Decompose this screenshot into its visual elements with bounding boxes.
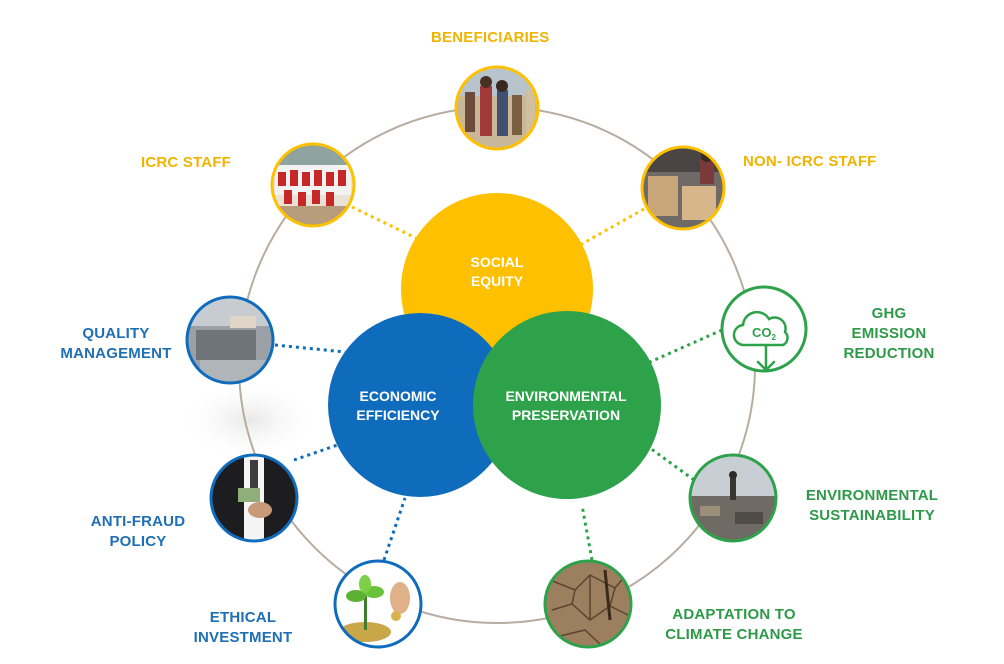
seedling-coins-photo [336,562,420,646]
beneficiaries-label: BENEFICIARIES [431,29,550,46]
ethical-investment-label: ETHICAL INVESTMENT [193,609,293,646]
icrc-staff-node [270,142,356,228]
beneficiaries-node [454,65,540,151]
inspection-photo [188,298,272,382]
cracked-earth-photo [546,562,630,646]
quality-management-node [185,295,275,385]
ethical-investment-node [333,559,423,649]
co2-cloud-icon [732,310,789,372]
adaptation-label: ADAPTATION TO CLIMATE CHANGE [665,606,803,643]
ghg-node: CO2 [720,285,808,373]
icrc-staff-label: ICRC STAFF [141,154,232,171]
bribe-photo [212,456,296,540]
env-sustainability-label: ENVIRONMENTAL SUSTAINABILITY [805,487,939,524]
quality-management-label: QUALITY MANAGEMENT [60,325,172,362]
warehouse-photo [643,148,723,228]
ghg-label: GHG EMISSION REDUCTION [843,305,935,362]
anti-fraud-label: ANTI-FRAUD POLICY [90,513,186,550]
env-sustainability-node [688,453,778,543]
svg-text:CO2: CO2 [752,325,777,342]
economic-efficiency-circle [328,313,512,497]
adaptation-node [543,559,633,649]
environmental-preservation-circle [473,311,661,499]
non-icrc-staff-label: NON- ICRC STAFF [743,153,877,170]
anti-fraud-node [209,453,299,543]
non-icrc-staff-node [640,145,726,231]
